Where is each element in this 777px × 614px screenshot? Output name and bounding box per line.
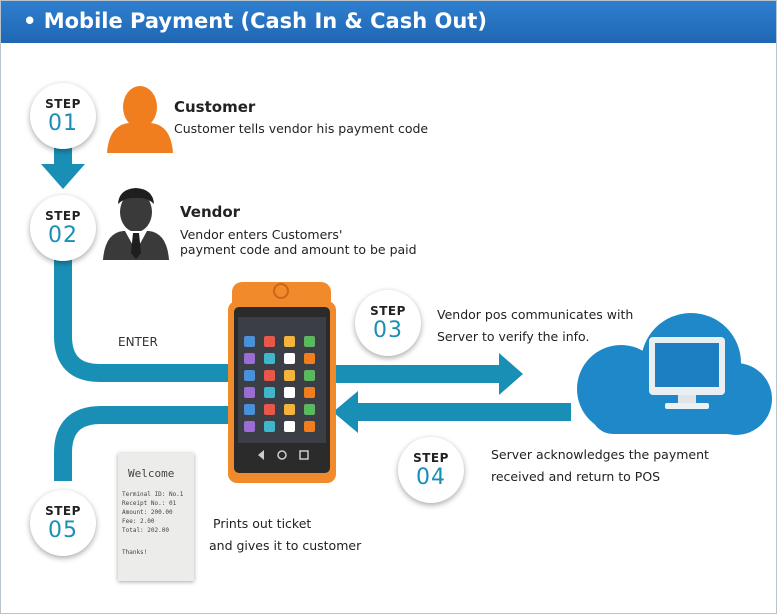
pos-app-tile bbox=[284, 404, 295, 415]
step5-desc-line2: and gives it to customer bbox=[209, 538, 362, 553]
step-badge-04: STEP 04 bbox=[398, 437, 464, 503]
pos-app-tile bbox=[264, 370, 275, 381]
pos-app-tile bbox=[284, 387, 295, 398]
step-label: STEP bbox=[45, 209, 81, 223]
vendor-icon bbox=[103, 188, 169, 260]
receipt-icon: Welcome Terminal ID: No.1 Receipt No.: 0… bbox=[118, 453, 194, 581]
pos-app-tile bbox=[264, 336, 275, 347]
step2-desc-line2: payment code and amount to be paid bbox=[180, 242, 417, 257]
flow-arrowhead-to-cloud bbox=[499, 353, 523, 395]
pos-app-tile bbox=[264, 404, 275, 415]
flow-line-to-cloud bbox=[331, 365, 501, 383]
pos-app-tile bbox=[244, 353, 255, 364]
flow-line-to-pos bbox=[356, 403, 571, 421]
step-badge-03: STEP 03 bbox=[355, 290, 421, 356]
step-badge-02: STEP 02 bbox=[30, 195, 96, 261]
step-label: STEP bbox=[370, 304, 406, 318]
pos-app-tile bbox=[284, 336, 295, 347]
receipt-title: Welcome bbox=[128, 467, 175, 480]
step1-desc: Customer tells vendor his payment code bbox=[174, 121, 429, 136]
pos-app-tile bbox=[244, 336, 255, 347]
pos-app-tile bbox=[304, 404, 315, 415]
receipt-line: Fee: 2.00 bbox=[122, 518, 155, 525]
pos-app-tile bbox=[244, 421, 255, 432]
pos-app-tile bbox=[284, 421, 295, 432]
header-bar: • Mobile Payment (Cash In & Cash Out) bbox=[1, 1, 776, 43]
page-title: • Mobile Payment (Cash In & Cash Out) bbox=[23, 9, 487, 33]
step-label: STEP bbox=[45, 97, 81, 111]
step-number: 04 bbox=[416, 465, 446, 490]
step3-desc-line1: Vendor pos communicates with bbox=[437, 307, 634, 322]
customer-icon bbox=[107, 86, 173, 153]
pos-app-tile bbox=[304, 336, 315, 347]
pos-terminal-icon bbox=[228, 282, 336, 483]
pos-app-tile bbox=[264, 421, 275, 432]
step-number: 05 bbox=[48, 518, 78, 543]
step-number: 02 bbox=[48, 223, 78, 248]
receipt-line: Total: 202.00 bbox=[122, 527, 169, 534]
enter-label: ENTER bbox=[118, 335, 158, 349]
pos-app-grid bbox=[244, 336, 315, 432]
pos-app-tile bbox=[244, 387, 255, 398]
step2-desc-line1: Vendor enters Customers' bbox=[180, 227, 343, 242]
pos-app-tile bbox=[304, 370, 315, 381]
receipt-line: Amount: 200.00 bbox=[122, 509, 173, 516]
step-number: 03 bbox=[373, 318, 403, 343]
flow-line-1-2 bbox=[54, 146, 72, 166]
receipt-line: Terminal ID: No.1 bbox=[122, 491, 184, 498]
pos-app-tile bbox=[284, 370, 295, 381]
step4-desc-line1: Server acknowledges the payment bbox=[491, 447, 709, 462]
pos-app-tile bbox=[244, 404, 255, 415]
step-label: STEP bbox=[45, 504, 81, 518]
pos-app-tile bbox=[304, 421, 315, 432]
step2-title: Vendor bbox=[180, 203, 241, 221]
cloud-server-icon bbox=[577, 313, 772, 435]
step5-desc-line1: Prints out ticket bbox=[213, 516, 312, 531]
step4-desc-line2: received and return to POS bbox=[491, 469, 661, 484]
pos-app-tile bbox=[264, 387, 275, 398]
step3-desc-line2: Server to verify the info. bbox=[437, 329, 590, 344]
pos-app-tile bbox=[244, 370, 255, 381]
flow-arrowhead-1-2 bbox=[41, 164, 85, 189]
step-number: 01 bbox=[48, 111, 78, 136]
flow-line-enter bbox=[54, 259, 251, 382]
step-badge-05: STEP 05 bbox=[30, 490, 96, 556]
flow-arrowhead-to-pos bbox=[333, 391, 358, 433]
pos-app-tile bbox=[304, 353, 315, 364]
receipt-line: Thanks! bbox=[122, 549, 148, 556]
step-label: STEP bbox=[413, 451, 449, 465]
receipt-line: Receipt No.: 01 bbox=[122, 500, 177, 507]
pos-app-tile bbox=[264, 353, 275, 364]
step-badge-01: STEP 01 bbox=[30, 83, 96, 149]
pos-app-tile bbox=[284, 353, 295, 364]
flow-line-print bbox=[54, 406, 251, 481]
pos-app-tile bbox=[304, 387, 315, 398]
step1-title: Customer bbox=[174, 98, 256, 116]
